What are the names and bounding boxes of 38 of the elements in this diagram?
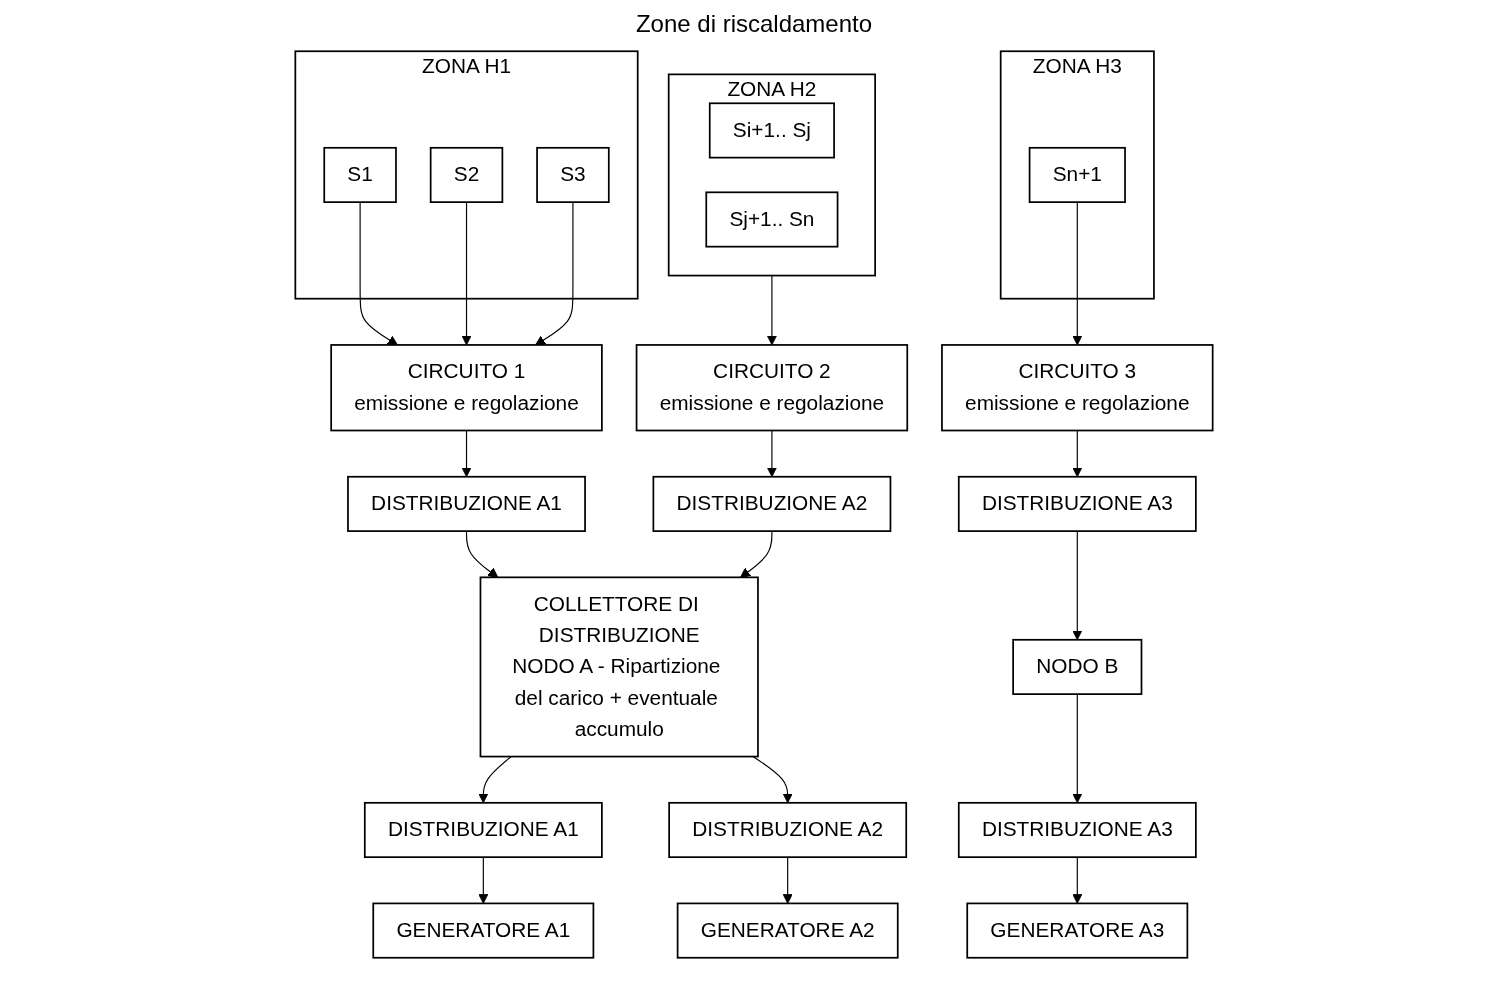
diagram-title: Zone di riscaldamento — [634, 10, 874, 38]
node-box: CIRCUITO 1 emissione e regolazione — [330, 344, 603, 432]
arrow — [1072, 530, 1083, 641]
arrow — [782, 856, 793, 904]
arrow — [478, 856, 489, 904]
node-box: CIRCUITO 2 emissione e regolazione — [635, 344, 909, 432]
arrow — [740, 530, 773, 578]
node-box: NODO B — [1012, 638, 1143, 695]
arrow — [766, 275, 777, 346]
node-box: Sj+1.. Sn — [705, 191, 839, 248]
node-box: S3 — [536, 146, 610, 203]
arrow — [766, 429, 777, 478]
node-box: Sn+1 — [1028, 146, 1126, 203]
arrow — [535, 201, 574, 346]
node-box: GENERATORE A2 — [676, 902, 899, 959]
arrow — [752, 755, 793, 804]
node-box: COLLETTORE DI DISTRIBUZIONE NODO A - Ripartizione del carico + eventuale accumulo — [479, 576, 759, 758]
node-box: DISTRIBUZIONE A3 — [957, 475, 1197, 532]
arrow — [478, 755, 512, 804]
node-box: GENERATORE A3 — [966, 902, 1189, 959]
node-box: GENERATORE A1 — [372, 902, 595, 959]
node-box: Si+1.. Sj — [708, 102, 835, 159]
arrow — [1072, 856, 1083, 904]
arrow — [1072, 201, 1083, 346]
node-box: S2 — [429, 146, 504, 203]
node-box: DISTRIBUZIONE A2 — [668, 801, 908, 859]
node-box: S1 — [323, 146, 397, 203]
arrow — [465, 530, 499, 578]
arrow — [359, 201, 398, 346]
node-box: DISTRIBUZIONE A3 — [957, 801, 1197, 859]
node-box: DISTRIBUZIONE A2 — [652, 475, 892, 532]
node-box: DISTRIBUZIONE A1 — [347, 475, 586, 532]
arrow — [461, 429, 472, 478]
arrow — [461, 201, 472, 346]
node-box: DISTRIBUZIONE A1 — [363, 801, 603, 859]
node-box: CIRCUITO 3 emissione e regolazione — [941, 344, 1214, 432]
arrow — [1072, 429, 1083, 478]
arrow — [1072, 693, 1083, 804]
